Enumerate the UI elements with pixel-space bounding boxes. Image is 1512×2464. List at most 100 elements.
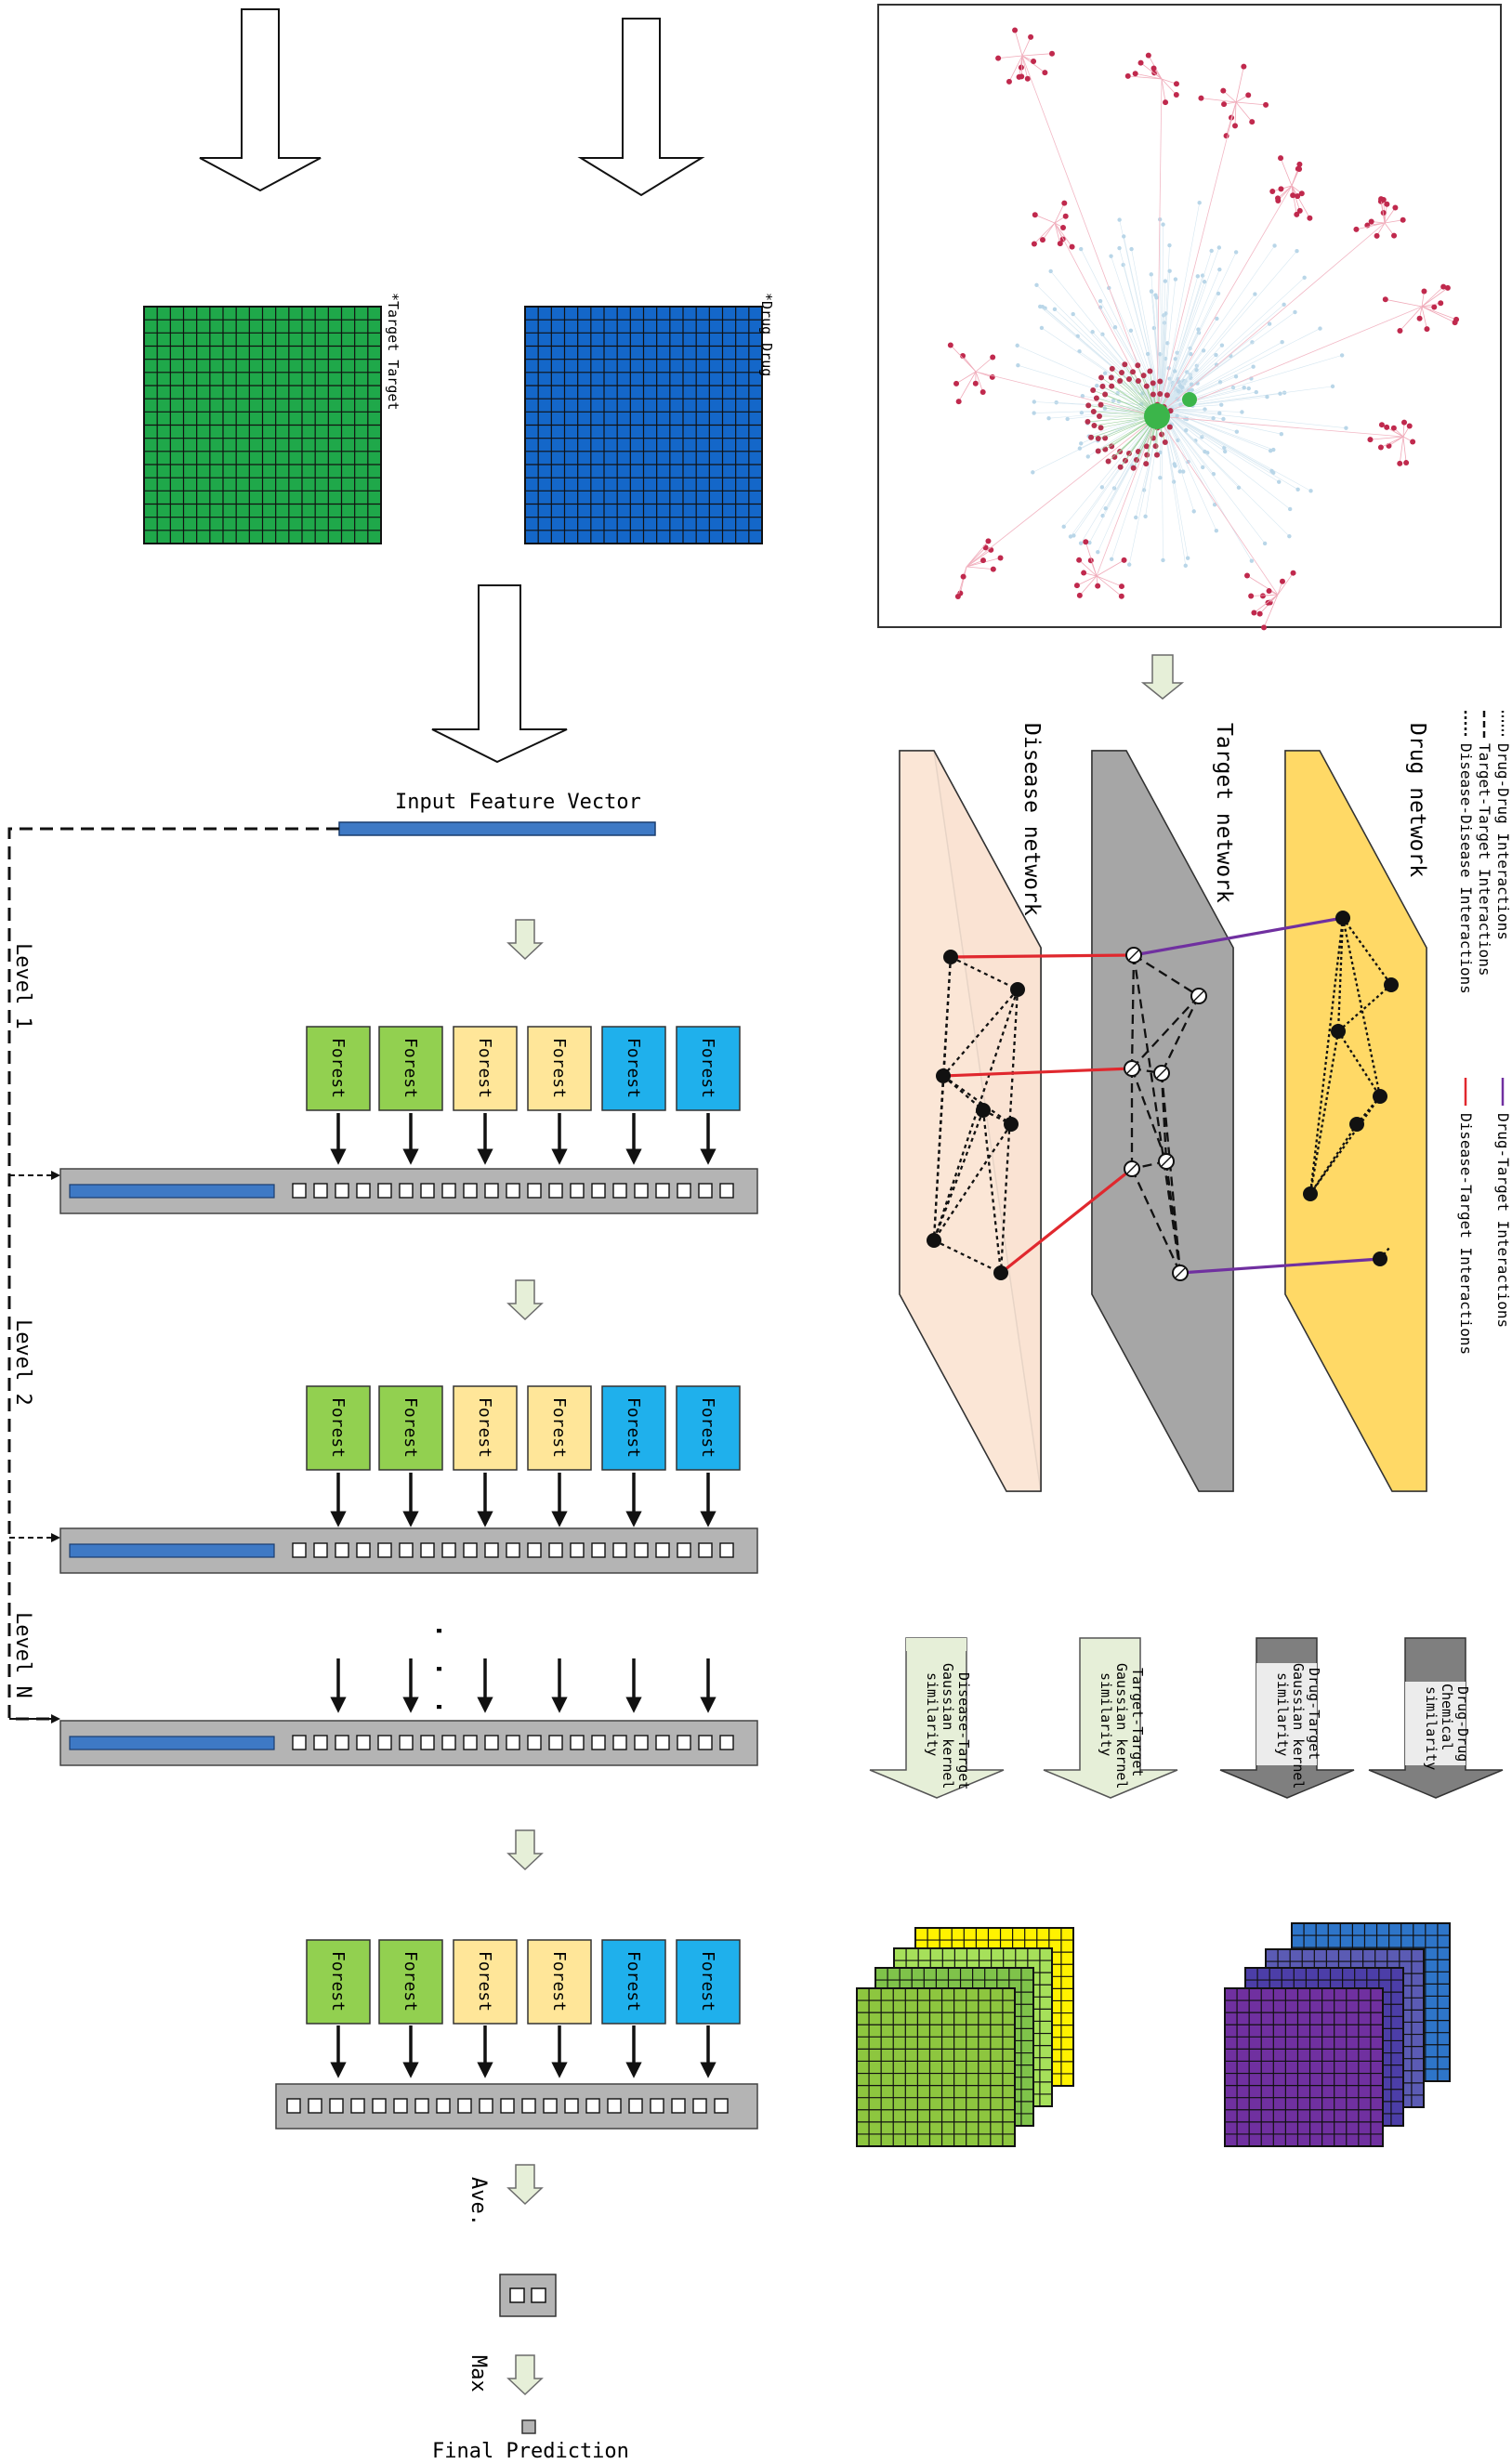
bar-class-cell [309,2099,322,2113]
legend-disease-disease-text: Disease-Disease Interactions [1457,743,1475,994]
network-node-light [1250,558,1254,562]
bar-class-cell [464,1543,477,1557]
drug-matrix-label: *Drug Drug [758,293,775,376]
network-node-pink [1241,64,1246,70]
bar-class-cell [693,2099,706,2113]
bar-class-cell [373,2099,386,2113]
legend-disease-target-text: Disease-Target Interactions [1457,1113,1475,1355]
disease-node [943,950,958,964]
bar-class-cell [293,1184,306,1198]
bar-class-cell [378,1736,391,1750]
bar-class-cell [656,1184,669,1198]
network-node-light [1216,292,1220,295]
network-node-light [1282,303,1285,307]
network-node-light [1211,416,1215,420]
network-node-pink [1138,60,1144,66]
stacked-similarity-matrices [857,1923,1450,2146]
drug-matrix [525,307,762,544]
network-node-pink [1119,594,1124,599]
network-node-ring [1110,366,1115,372]
network-node-pink [990,354,995,360]
bar-class-cell [699,1736,712,1750]
network-node-light [1280,340,1283,344]
drug-drug-similarity-arrow: Drug-Drug Chemical similarity [1369,1638,1503,1798]
network-node-pink [1076,557,1082,563]
drug-target-sim-line2: Gaussian kernel [1290,1663,1307,1789]
network-node-light [1163,321,1166,324]
network-node-light [1237,486,1241,490]
network-node-ring [1088,435,1094,440]
network-node-pink [1378,196,1384,202]
target-matrix [144,307,381,544]
feedback-dashed-path [9,829,339,1719]
network-node-light [1293,310,1296,314]
network-node-pink [983,544,989,550]
network-node-light [1186,557,1190,560]
network-node-pink [955,594,961,599]
network-node-light [1127,562,1131,566]
network-node-pink [1275,195,1281,201]
network-node-ring [1109,384,1114,389]
network-node-pink [1374,233,1380,239]
bar-class-cell [464,1184,477,1198]
network-node-pink [1019,65,1024,71]
network-node-pink [1440,284,1446,290]
big-arrow-combine [432,585,567,762]
bar-class-cell [335,1184,348,1198]
network-node-light [1331,385,1335,388]
bar-class-cell [565,2099,578,2113]
legend-drug-target-text: Drug-Target Interactions [1494,1113,1512,1328]
drug-node [1384,977,1399,992]
drug-drug-sim-line2: Chemical [1439,1684,1455,1750]
bar-input-vector [70,1185,274,1198]
network-node-ring [1118,465,1124,470]
network-node-pink [1119,583,1124,589]
network-node-light [1129,329,1133,333]
drug-node [1373,1089,1387,1104]
down-arrow-4 [508,2165,542,2204]
network-node-pink [1220,88,1226,94]
ave-label: Ave. [467,2177,490,2226]
bar-class-cell [335,1736,348,1750]
network-node-light [1220,343,1224,347]
bar-class-cell [571,1184,584,1198]
bar-class-cell [442,1543,455,1557]
network-node-pink [1012,27,1018,33]
network-node-light [1031,470,1034,474]
bar-class-cell [656,1736,669,1750]
network-node-light [1143,515,1147,518]
bar-class-cell [635,1184,648,1198]
network-node-light [1255,390,1258,394]
network-node-pink [1269,189,1275,194]
bar-class-cell [485,1184,498,1198]
network-node-pink [988,547,993,553]
legend: Drug-Drug Interactions Target-Target Int… [1457,711,1512,1355]
network-node-light [1219,402,1223,406]
network-node-ring [1144,384,1150,389]
network-node-pink [1032,241,1037,246]
network-node-light [1287,534,1291,538]
bar-class-cell [629,2099,642,2113]
network-node-light [1215,317,1218,321]
network-node-pink [1307,216,1312,221]
network-node-pink [1294,212,1299,217]
network-node-light [1217,411,1221,414]
bar-class-cell [528,1184,541,1198]
down-arrow-5 [508,2355,542,2394]
network-node-light [1054,400,1058,404]
network-node-ring [1154,452,1160,458]
network-node-light [1098,299,1102,303]
network-node-light [1215,529,1218,532]
network-node-light [1032,400,1036,403]
network-node-light [1192,509,1196,513]
target-target-sim-line2: Gaussian kernel [1113,1663,1130,1789]
forest-label: Forest [401,1038,420,1098]
network-node-pink [1403,460,1409,465]
network-node-pink [1410,439,1415,444]
network-image-frame [878,5,1501,627]
network-node-ring [1143,461,1149,466]
bar-class-cell [442,1184,455,1198]
network-node-light [1167,269,1171,272]
disease-node [976,1103,991,1118]
network-node-pink [1249,119,1255,125]
